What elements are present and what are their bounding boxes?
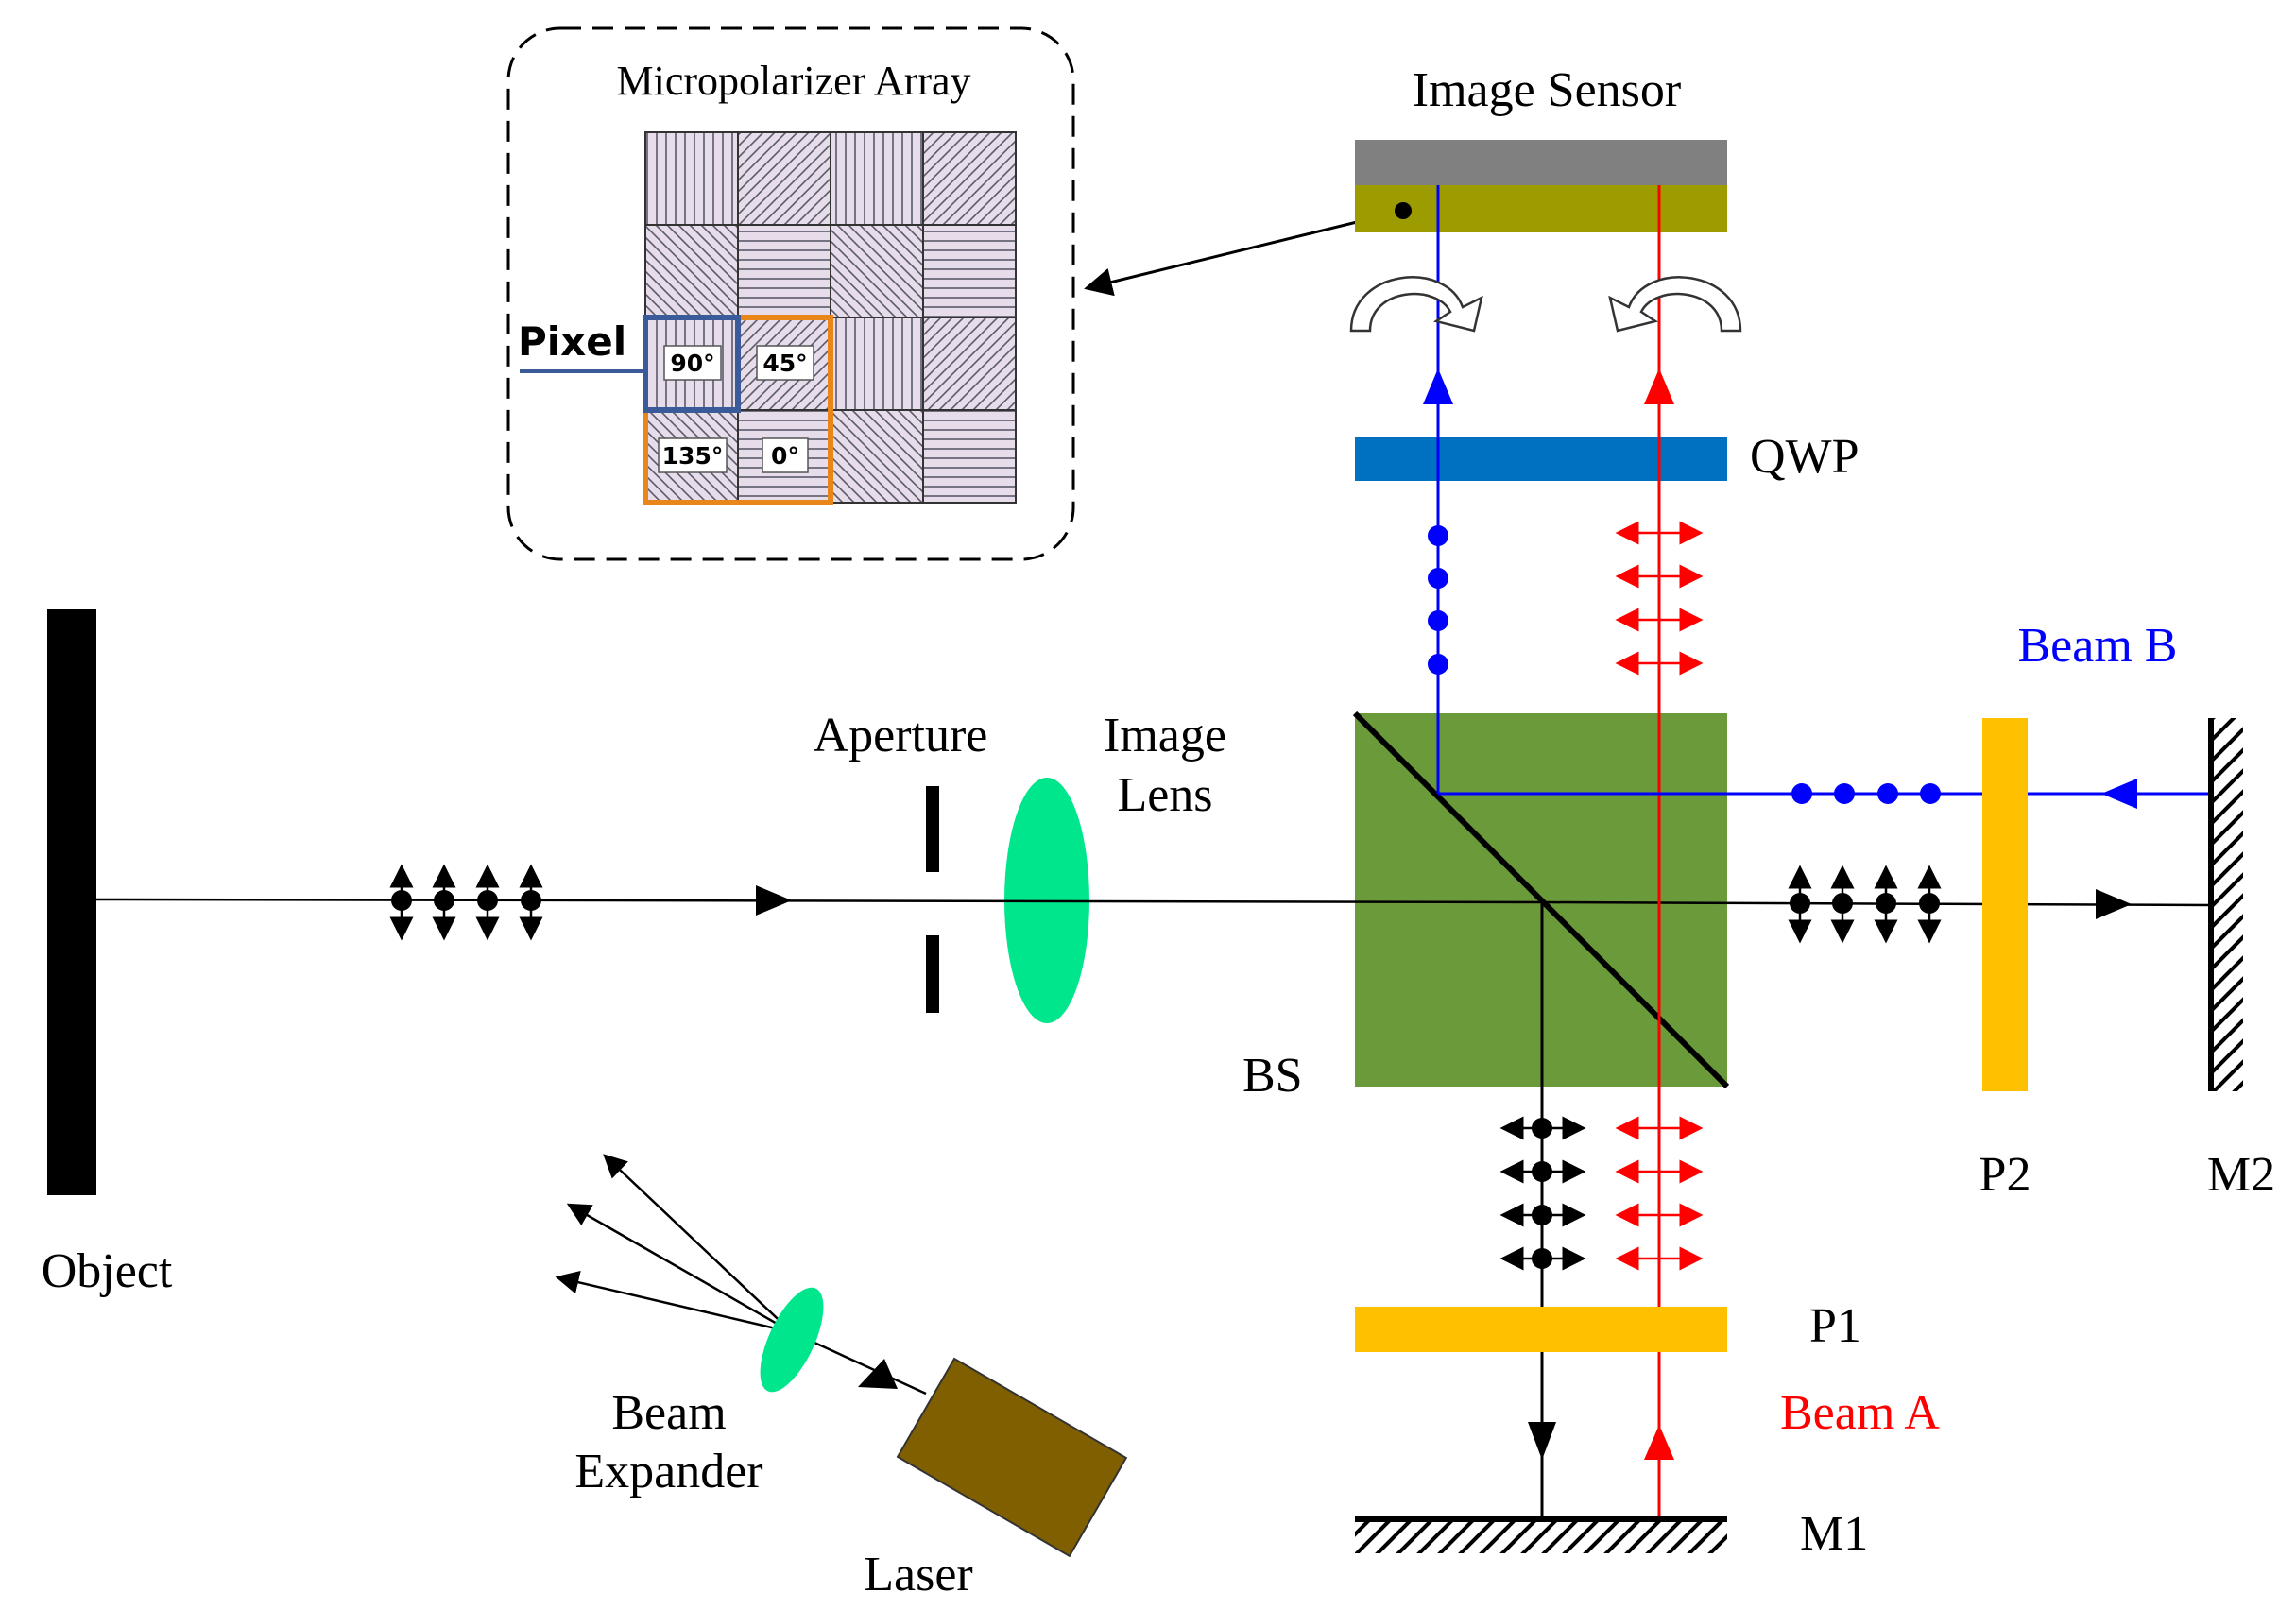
object-beam-polarization-left xyxy=(389,864,543,941)
micropolarizer-inset: Micropolarizer Array 90° xyxy=(506,26,1075,561)
laser xyxy=(896,1357,1128,1558)
beam-a-arrow-bottom xyxy=(1644,1425,1674,1460)
p2-label: P2 xyxy=(1979,1148,2031,1202)
angle-135-label: 135° xyxy=(662,442,724,470)
angle-0-label: 0° xyxy=(771,442,799,470)
beam-expander-lens xyxy=(760,1287,824,1393)
image-sensor: Image Sensor xyxy=(1355,63,1727,232)
mirror-m1 xyxy=(1355,1516,1727,1553)
p1-label: P1 xyxy=(1809,1299,1861,1353)
beam-splitter-diagonal xyxy=(1352,711,1730,1089)
circular-polarization-arrow-left-icon xyxy=(1349,276,1483,333)
sensor-polarizer-layer xyxy=(1355,185,1727,232)
polarizer-p1 xyxy=(1355,1307,1727,1352)
polarizer-p2 xyxy=(1982,718,2028,1091)
sensor-cover xyxy=(1355,140,1727,185)
angle-90-label: 90° xyxy=(670,350,714,377)
qwp-label: QWP xyxy=(1750,430,1859,484)
beam-b-arrow-right xyxy=(2101,779,2137,809)
mirror-m2 xyxy=(2208,718,2243,1091)
sensor-to-inset-arrow xyxy=(1084,209,1404,297)
beam-a-polarization-lower xyxy=(1615,1116,1704,1271)
object-beam-polarization-right xyxy=(1788,865,1942,944)
beam-expander-label-line2: Expander xyxy=(574,1445,762,1499)
reference-beam-down-arrow xyxy=(1528,1422,1556,1460)
circular-polarization-arrow-right-icon xyxy=(1608,276,1742,333)
image-lens-label-line2: Lens xyxy=(1117,768,1212,822)
beam-expander-label-line1: Beam xyxy=(611,1386,726,1440)
pixel-outline xyxy=(643,315,741,413)
image-lens-label-line1: Image xyxy=(1104,709,1226,762)
inset-dashed-frame xyxy=(506,26,1075,561)
beam-a-polarization-upper xyxy=(1615,521,1704,676)
pixel-label: Pixel xyxy=(518,318,626,365)
beam-b-arrow-top xyxy=(1423,368,1453,404)
angle-45-label: 45° xyxy=(762,350,807,377)
reference-beam-polarization xyxy=(1499,1116,1586,1271)
laser-label: Laser xyxy=(864,1548,972,1601)
m2-label: M2 xyxy=(2207,1148,2275,1202)
micropolarizer-grid xyxy=(644,131,1017,504)
m1-label: M1 xyxy=(1800,1507,1868,1561)
image-sensor-label: Image Sensor xyxy=(1413,63,1681,117)
object-beam-arrow-2 xyxy=(2096,889,2132,919)
beam-b-label: Beam B xyxy=(2018,619,2178,673)
beam-b-polarization-dots xyxy=(1428,525,1941,804)
sensor-dot xyxy=(1395,202,1412,219)
quarter-wave-plate xyxy=(1355,437,1727,481)
beam-a-arrow-top xyxy=(1644,368,1674,404)
object-beam-arrow-1 xyxy=(756,885,792,916)
aperture-label: Aperture xyxy=(814,709,988,762)
object xyxy=(47,609,96,1195)
beam-a-label: Beam A xyxy=(1780,1386,1940,1440)
micropolarizer-array-title: Micropolarizer Array xyxy=(616,58,970,104)
bs-label: BS xyxy=(1242,1049,1303,1103)
beam-a xyxy=(1644,185,1674,1519)
object-label: Object xyxy=(42,1244,173,1298)
laser-beam xyxy=(555,1154,927,1396)
